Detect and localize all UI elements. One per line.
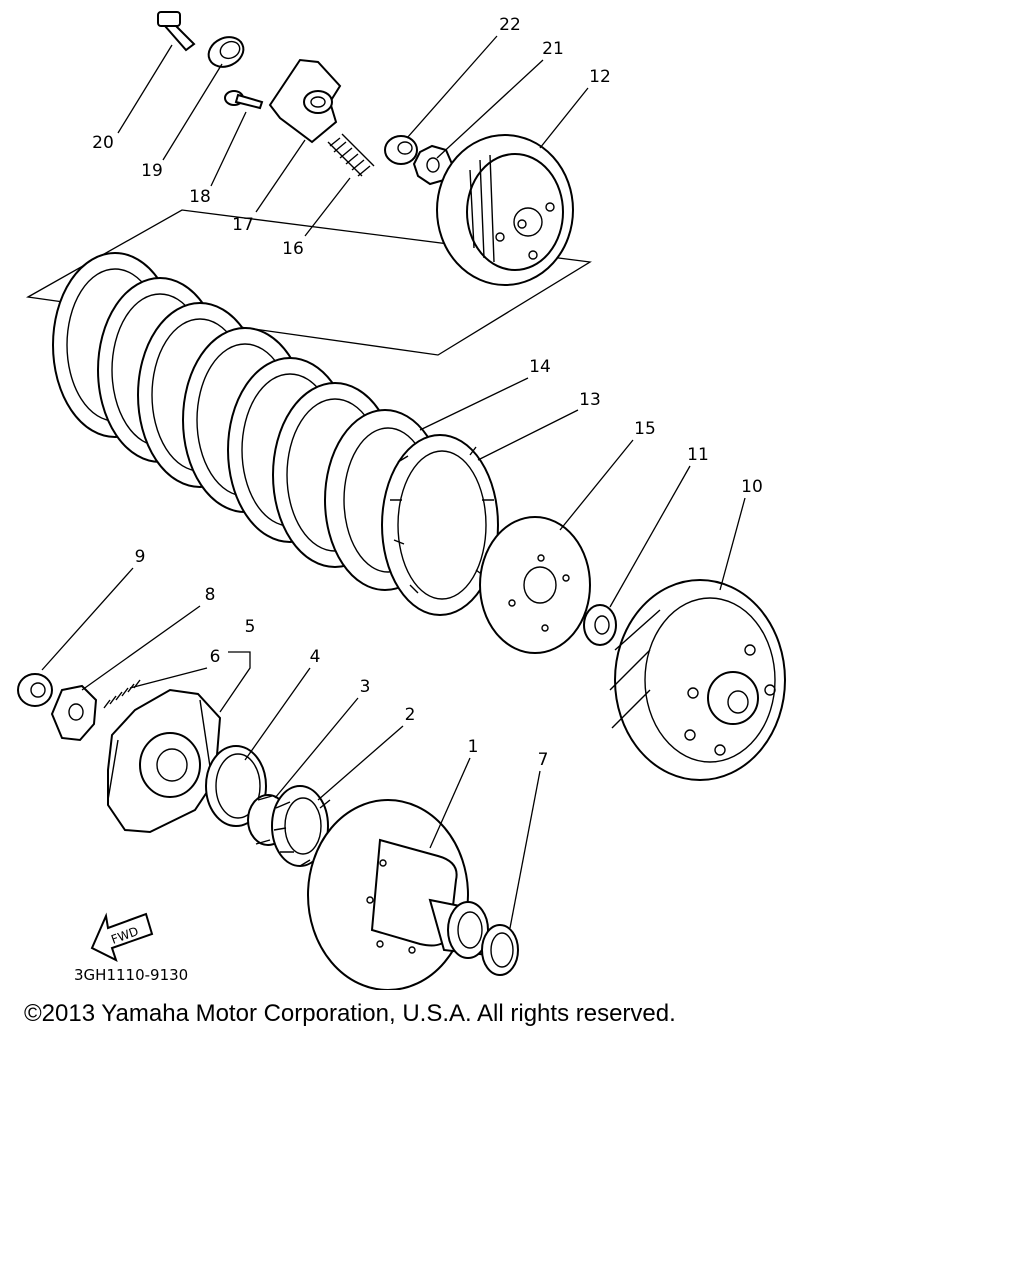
callout-13: 13 [579, 390, 601, 410]
part-6-spring [103, 679, 141, 709]
part-15-pressure-plate [479, 516, 591, 654]
callout-1: 1 [468, 737, 479, 757]
callout-20: 20 [92, 133, 114, 153]
part-16-spring [327, 133, 375, 177]
callout-16: 16 [282, 239, 304, 259]
part-5-clutch-carrier [107, 688, 222, 834]
callout-3: 3 [360, 677, 371, 697]
callout-21: 21 [542, 39, 564, 59]
callout-15: 15 [634, 419, 656, 439]
part-17-pressure-plate [268, 58, 342, 144]
callout-4: 4 [310, 647, 321, 667]
callout-19: 19 [141, 161, 163, 181]
callout-18: 18 [189, 187, 211, 207]
callout-9: 9 [135, 547, 146, 567]
part-2-one-way-bearing [271, 785, 331, 867]
callout-6: 6 [210, 647, 221, 667]
callout-11: 11 [687, 445, 709, 465]
part-10-clutch-housing [609, 579, 786, 781]
callout-10: 10 [741, 477, 763, 497]
plate-stack-bracket [26, 209, 592, 356]
part-20-bolt [157, 11, 196, 52]
clutch-plate-stack [52, 252, 398, 568]
part-12-clutch-boss [436, 134, 574, 286]
part-19-bearing [207, 36, 245, 68]
callout-17: 17 [232, 215, 254, 235]
part-1-clutch-drum [307, 799, 490, 990]
callout-14: 14 [529, 357, 551, 377]
copyright-notice: ©2013 Yamaha Motor Corporation, U.S.A. A… [24, 1000, 676, 1027]
fwd-arrow-icon: FWD [90, 912, 154, 962]
part-13-friction-plate [381, 434, 499, 616]
callout-22: 22 [499, 15, 521, 35]
part-9-nut [17, 673, 53, 707]
callout-8: 8 [205, 585, 216, 605]
callout-2: 2 [405, 705, 416, 725]
part-18-bolt [224, 90, 264, 110]
part-11-lock-washer [583, 604, 617, 646]
callout-12: 12 [589, 67, 611, 87]
callout-5: 5 [245, 617, 256, 637]
part-22-nut [384, 135, 418, 165]
part-7-washer [481, 924, 519, 976]
callout-7: 7 [538, 750, 549, 770]
drawing-code: 3GH1110-9130 [74, 966, 188, 984]
leader-lines [41, 35, 746, 929]
part-8-lock-washer [50, 684, 98, 742]
